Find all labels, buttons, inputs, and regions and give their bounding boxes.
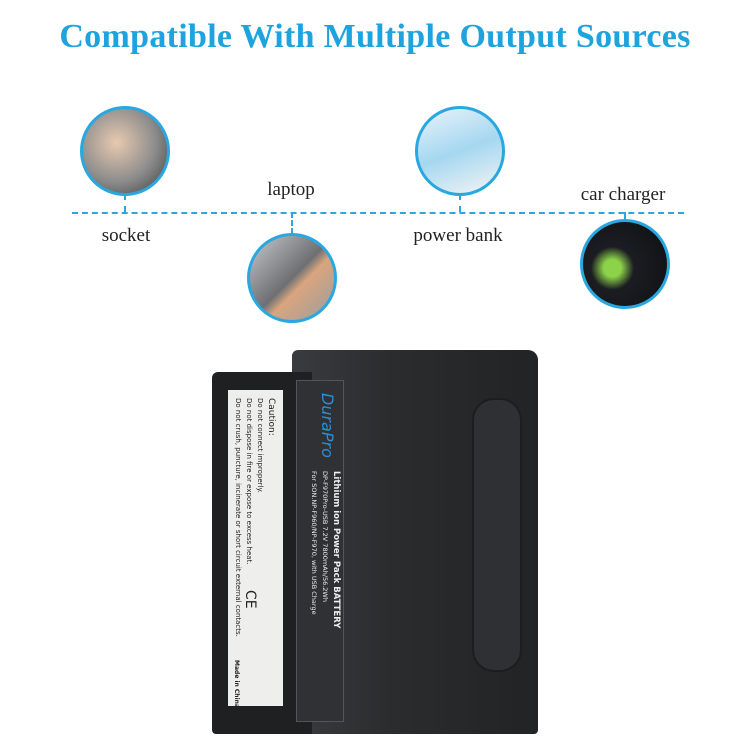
caution-label: Caution: Do not connect improperly. Do n… bbox=[228, 390, 283, 708]
power-bank-photo-icon bbox=[415, 106, 505, 196]
label-laptop: laptop bbox=[267, 179, 315, 200]
connector-car-charger bbox=[624, 212, 626, 220]
ce-mark: CE bbox=[242, 590, 258, 609]
made-in: Made in China bbox=[233, 660, 240, 708]
brand-label: DuraPro Lithium ion Power Pack BATTERY D… bbox=[296, 380, 344, 722]
connector-laptop bbox=[291, 212, 293, 234]
caution-title: Caution: bbox=[266, 398, 276, 436]
product-compat: For SON.NP-F960/NP-F970, with USB Charge bbox=[310, 471, 318, 615]
laptop-usb-photo-icon bbox=[247, 233, 337, 323]
label-socket: socket bbox=[101, 225, 151, 246]
product-name: Lithium ion Power Pack BATTERY bbox=[331, 471, 341, 629]
label-car-charger: car charger bbox=[580, 184, 666, 205]
label-power-bank: power bank bbox=[413, 225, 503, 246]
dashed-timeline bbox=[72, 212, 684, 214]
socket-photo-icon bbox=[80, 106, 170, 196]
car-charger-photo-icon bbox=[580, 219, 670, 309]
connector-socket bbox=[124, 194, 126, 212]
product-spec: DP-F970Pro-USB 7.2V 7800mAh/56.2Wh bbox=[321, 471, 329, 602]
brand-logo: DuraPro bbox=[318, 393, 337, 458]
page-title: Compatible With Multiple Output Sources bbox=[59, 18, 691, 55]
connector-power-bank bbox=[459, 194, 461, 212]
battery-grip bbox=[472, 398, 522, 672]
battery-product: Caution: Do not connect improperly. Do n… bbox=[212, 350, 538, 734]
